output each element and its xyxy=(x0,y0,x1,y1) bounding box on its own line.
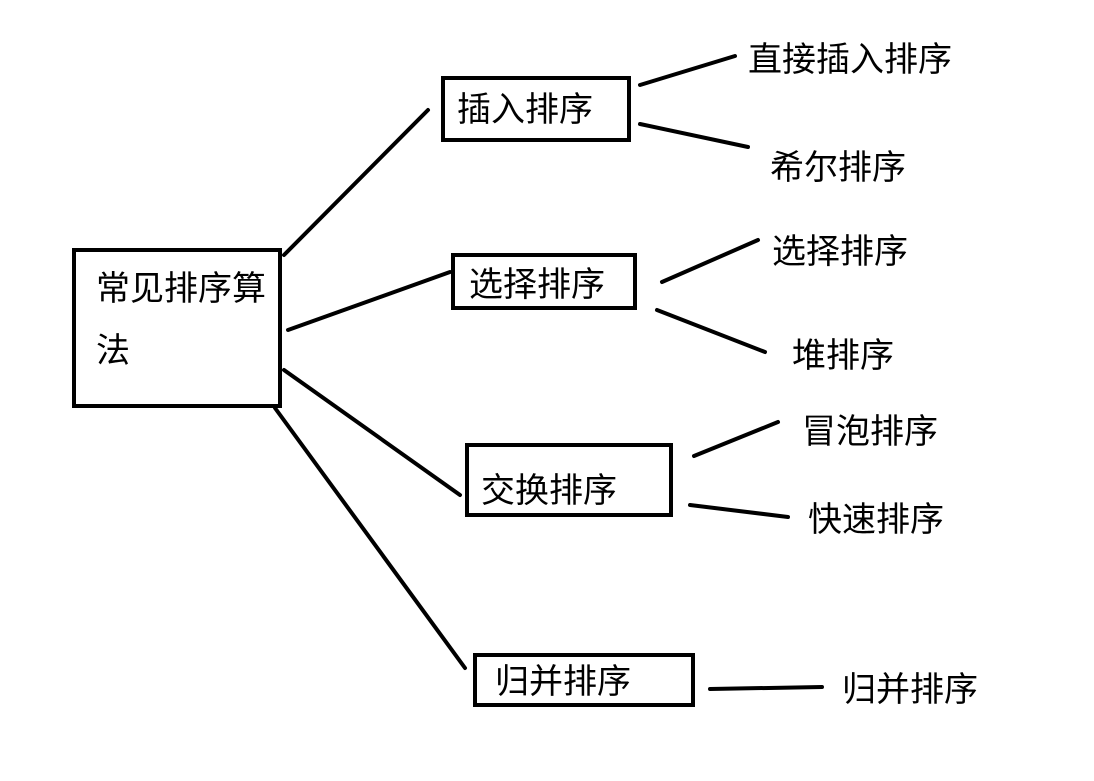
connector-insertion-direct xyxy=(638,54,737,87)
category-node-selection: 选择排序 xyxy=(451,253,637,310)
leaf-label: 快速排序 xyxy=(808,500,944,540)
connector-insertion-shell xyxy=(638,122,750,149)
leaf-label: 归并排序 xyxy=(842,670,978,710)
leaf-label: 直接插入排序 xyxy=(748,40,952,80)
connector-merge-merge xyxy=(708,685,824,691)
root-node: 常见排序算法 xyxy=(72,248,282,408)
category-node-exchange: 交换排序 xyxy=(465,443,673,517)
leaf-label: 希尔排序 xyxy=(770,148,906,188)
leaf-label: 冒泡排序 xyxy=(802,412,938,452)
category-node-insertion: 插入排序 xyxy=(441,76,631,142)
connector-root-exchange xyxy=(282,368,462,497)
category-label: 归并排序 xyxy=(495,662,631,702)
connector-selection-heap xyxy=(655,308,767,354)
connector-root-selection xyxy=(286,270,452,332)
category-label: 插入排序 xyxy=(457,90,593,130)
root-label: 常见排序算法 xyxy=(96,269,266,371)
leaf-label: 堆排序 xyxy=(792,336,894,376)
category-node-merge: 归并排序 xyxy=(473,653,695,707)
connector-selection-selection xyxy=(660,238,760,284)
category-label: 选择排序 xyxy=(469,265,605,305)
connector-root-merge xyxy=(273,406,467,670)
connector-exchange-quick xyxy=(688,503,790,519)
category-label: 交换排序 xyxy=(481,471,617,511)
connector-root-insertion xyxy=(282,108,430,257)
leaf-label: 选择排序 xyxy=(772,232,908,272)
connector-exchange-bubble xyxy=(692,420,780,458)
